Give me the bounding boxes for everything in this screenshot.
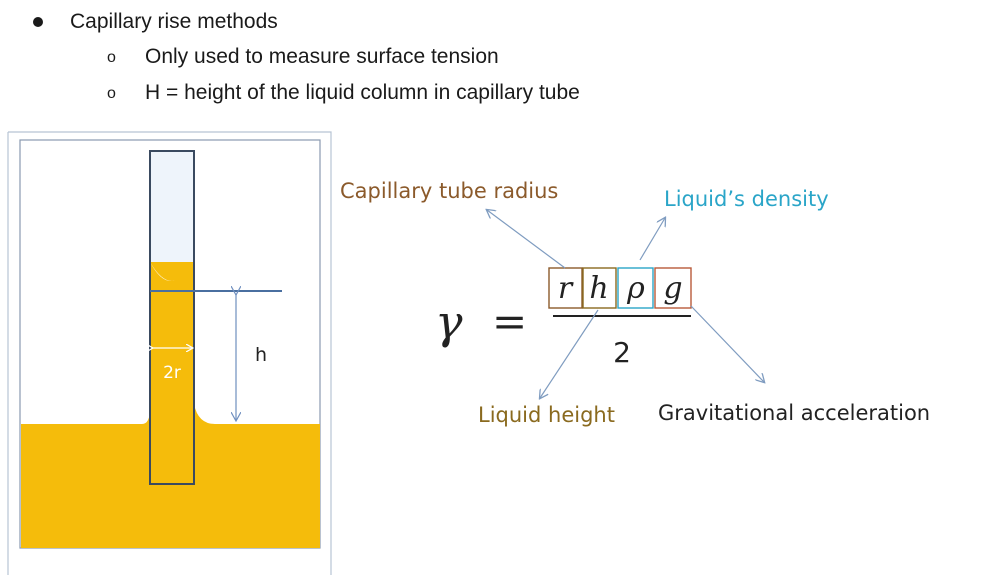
equals-sign: =: [492, 297, 527, 346]
term-box-h: [582, 267, 617, 309]
arrow-height: [540, 309, 599, 398]
diagram-frame: [8, 131, 332, 575]
meniscus-wet-right: [194, 404, 215, 424]
tube-air: [150, 152, 194, 264]
arrow-gravity: [690, 305, 764, 382]
meniscus-wet-left: [142, 408, 150, 424]
label-gravity: Gravitational acceleration: [658, 401, 930, 425]
arrow-radius: [487, 210, 566, 269]
term-box-rho: [617, 267, 654, 309]
liquid-column: [150, 262, 194, 484]
bullet-sub-marker-2: o: [107, 85, 116, 102]
bullet-main-text: Capillary rise methods: [70, 10, 278, 33]
height-label: h: [255, 344, 267, 366]
bullet-sub-text-1: Only used to measure surface tension: [145, 45, 499, 68]
term-r: r: [558, 271, 574, 306]
denominator: 2: [613, 336, 631, 369]
term-rho: ρ: [626, 271, 645, 306]
arrow-density: [639, 218, 665, 261]
bullet-sub-text-2: H = height of the liquid column in capil…: [145, 81, 580, 104]
bullet-dot-main: [33, 17, 43, 27]
capillary-tube: [149, 150, 195, 485]
label-density: Liquid’s density: [664, 187, 829, 211]
label-height: Liquid height: [478, 403, 615, 427]
bullet-sub-marker-1: o: [107, 49, 116, 66]
term-box-r: [548, 267, 583, 309]
label-radius: Capillary tube radius: [340, 179, 558, 203]
term-h: h: [589, 271, 608, 306]
term-box-g: [654, 267, 692, 309]
radius-label: 2r: [163, 363, 181, 383]
meniscus-top: [150, 262, 194, 281]
term-g: g: [663, 271, 682, 306]
gamma-symbol: γ: [435, 295, 463, 349]
